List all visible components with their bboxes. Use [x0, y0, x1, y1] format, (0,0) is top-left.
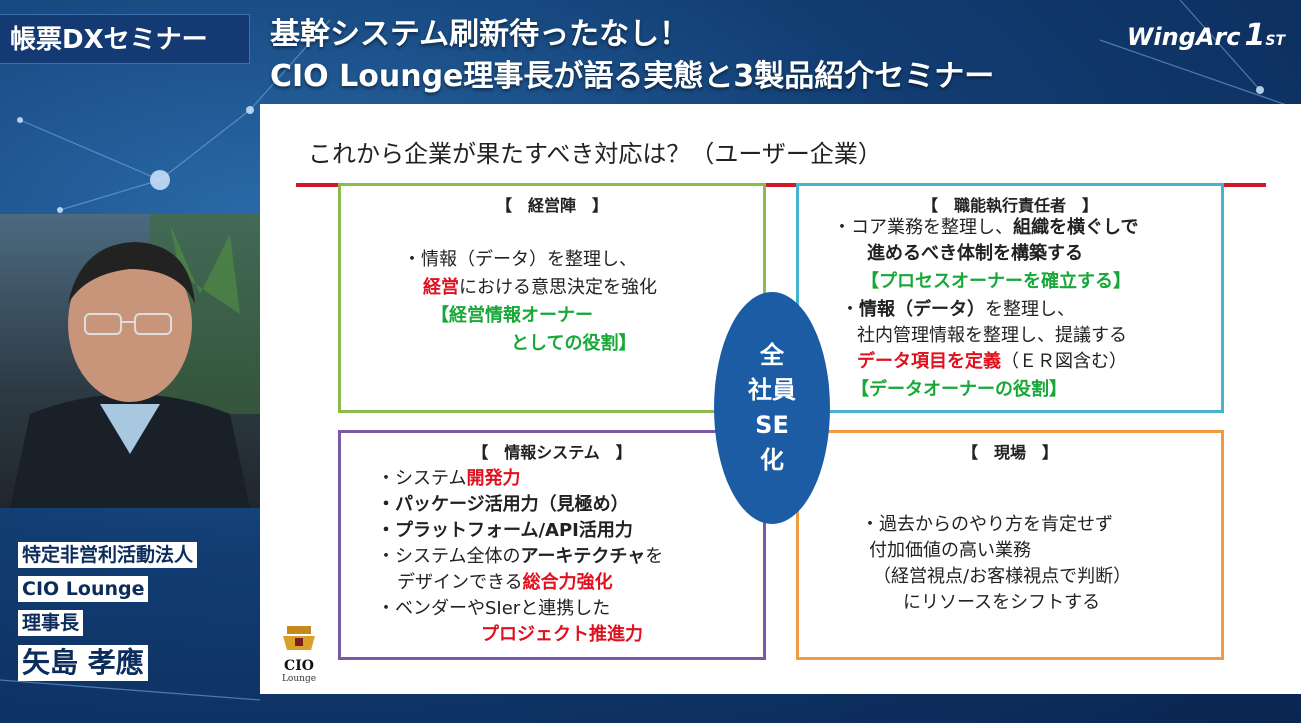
info-system-line-4: ・システム全体のアーキテクチャを — [377, 546, 664, 567]
site-box: 【 現場 】 ・過去からのやり方を肯定せず 付加価値の高い業務 （経営視点/お客… — [796, 430, 1224, 660]
info-system-line-3: ・プラットフォーム/API活用力 — [377, 520, 633, 541]
speaker-figure — [10, 214, 260, 508]
executive-line-2: 進めるべき体制を構築する — [867, 243, 1083, 264]
info-system-heading: 【 情報システム 】 — [472, 443, 632, 462]
title-line-2: CIO Lounge理事長が語る実態と3製品紹介セミナー — [270, 59, 995, 94]
seminar-title: 基幹システム刷新待ったなし！ CIO Lounge理事長が語る実態と3製品紹介セ… — [270, 14, 994, 98]
title-underline-right — [1224, 183, 1266, 187]
executive-heading: 【 職能執行責任者 】 — [921, 196, 1098, 215]
cio-logo-sub: Lounge — [281, 674, 317, 684]
info-system-line-2: ・パッケージ活用力（見極め） — [377, 494, 629, 515]
speaker-video — [0, 214, 260, 508]
management-line-4: としての役割】 — [511, 333, 637, 354]
speaker-organization-name: CIO Lounge — [18, 576, 149, 602]
site-line-3: （経営視点/お客様視点で判断） — [873, 566, 1132, 587]
info-system-line-7: プロジェクト推進力 — [481, 624, 643, 645]
management-box: 【 経営陣 】 ・情報（データ）を整理し、 経営における意思決定を強化 【経営情… — [338, 183, 766, 413]
executive-line-5: 社内管理情報を整理し、提議する — [857, 325, 1127, 346]
site-heading: 【 現場 】 — [961, 443, 1058, 462]
logo-st: ST — [1265, 33, 1285, 49]
logo-one: 1 — [1244, 18, 1266, 53]
executive-line-4: ・情報（データ）を整理し、 — [841, 299, 1075, 320]
slide-title: これから企業が果たすべき対応は？（ユーザー企業） — [308, 140, 882, 168]
executive-line-3: 【プロセスオーナーを確立する】 — [861, 271, 1131, 292]
site-line-1: ・過去からのやり方を肯定せず — [861, 514, 1113, 535]
info-system-line-1: ・システム開発力 — [377, 468, 521, 489]
title-underline-left — [296, 183, 338, 187]
site-line-2: 付加価値の高い業務 — [869, 540, 1031, 561]
executive-line-7: 【データオーナーの役割】 — [851, 379, 1067, 400]
crown-icon — [283, 626, 315, 650]
info-system-line-5: デザインできる総合力強化 — [397, 572, 613, 593]
presentation-slide: これから企業が果たすべき対応は？（ユーザー企業） 【 経営陣 】 ・情報（データ… — [260, 104, 1301, 694]
cio-lounge-logo: CIO Lounge — [274, 624, 324, 694]
cio-logo-text: CIO — [284, 658, 314, 674]
logo-text: WingArc — [1126, 23, 1241, 51]
ellipse-line-4: 化 — [760, 446, 784, 474]
title-underline-mid — [766, 183, 796, 187]
title-line-1: 基幹システム刷新待ったなし！ — [270, 17, 690, 52]
site-line-4: にリソースをシフトする — [903, 592, 1101, 613]
ellipse-line-1: 全 — [760, 341, 784, 369]
management-line-1: ・情報（データ）を整理し、 — [403, 249, 637, 270]
executive-line-6: データ項目を定義（ＥＲ図含む） — [857, 351, 1127, 372]
seminar-tag: 帳票DXセミナー — [0, 14, 250, 64]
ellipse-line-2: 社員 — [748, 376, 796, 404]
speaker-role: 理事長 — [18, 610, 84, 636]
speaker-organization: 特定非営利活動法人 — [18, 542, 198, 568]
management-line-2: 経営における意思決定を強化 — [423, 277, 657, 298]
info-system-box: 【 情報システム 】 ・システム開発力 ・パッケージ活用力（見極め） ・プラット… — [338, 430, 766, 660]
management-line-3: 【経営情報オーナー — [431, 305, 593, 326]
management-heading: 【 経営陣 】 — [495, 196, 608, 215]
info-system-line-6: ・ベンダーやSIerと連携した — [377, 598, 611, 619]
executive-box: 【 職能執行責任者 】 ・コア業務を整理し、組織を横ぐしで 進めるべき体制を構築… — [796, 183, 1224, 413]
all-employees-se-ellipse: 全 社員 SE 化 — [714, 292, 830, 524]
executive-line-1: ・コア業務を整理し、組織を横ぐしで — [833, 217, 1139, 238]
speaker-name: 矢島 孝應 — [18, 645, 148, 681]
ellipse-line-3: SE — [755, 411, 789, 439]
